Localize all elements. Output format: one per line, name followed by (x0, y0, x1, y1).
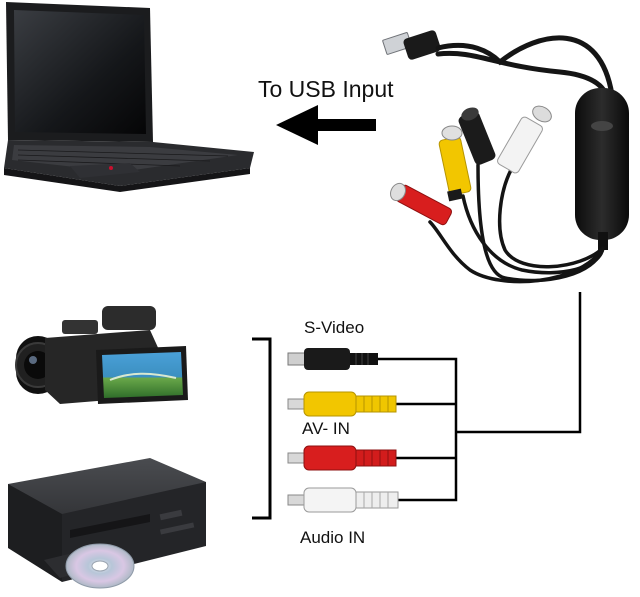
usb-input-label: To USB Input (258, 76, 394, 102)
yellow-plug-top (438, 125, 472, 202)
laptop-icon (4, 2, 254, 192)
white-audio-plug (287, 487, 399, 513)
s-video-plug (287, 348, 378, 370)
red-audio-plug (287, 445, 397, 471)
breakout-cables (428, 163, 605, 284)
white-plug-top (497, 105, 552, 174)
bracket (252, 337, 272, 520)
usb-capture-dongle-icon (575, 88, 629, 250)
s-video-plug-top (458, 107, 496, 165)
usb-plug-icon (382, 30, 441, 60)
camcorder-icon (15, 306, 188, 404)
s-video-label: S-Video (304, 318, 365, 337)
arrow-left-icon (276, 105, 376, 145)
av-in-label: AV- IN (302, 419, 350, 438)
red-plug-top (390, 182, 453, 226)
audio-in-label: Audio IN (300, 528, 366, 547)
usb-cable (435, 35, 615, 103)
signal-lines (378, 292, 582, 502)
dvd-disc-icon (65, 543, 135, 589)
yellow-video-plug (287, 391, 397, 417)
